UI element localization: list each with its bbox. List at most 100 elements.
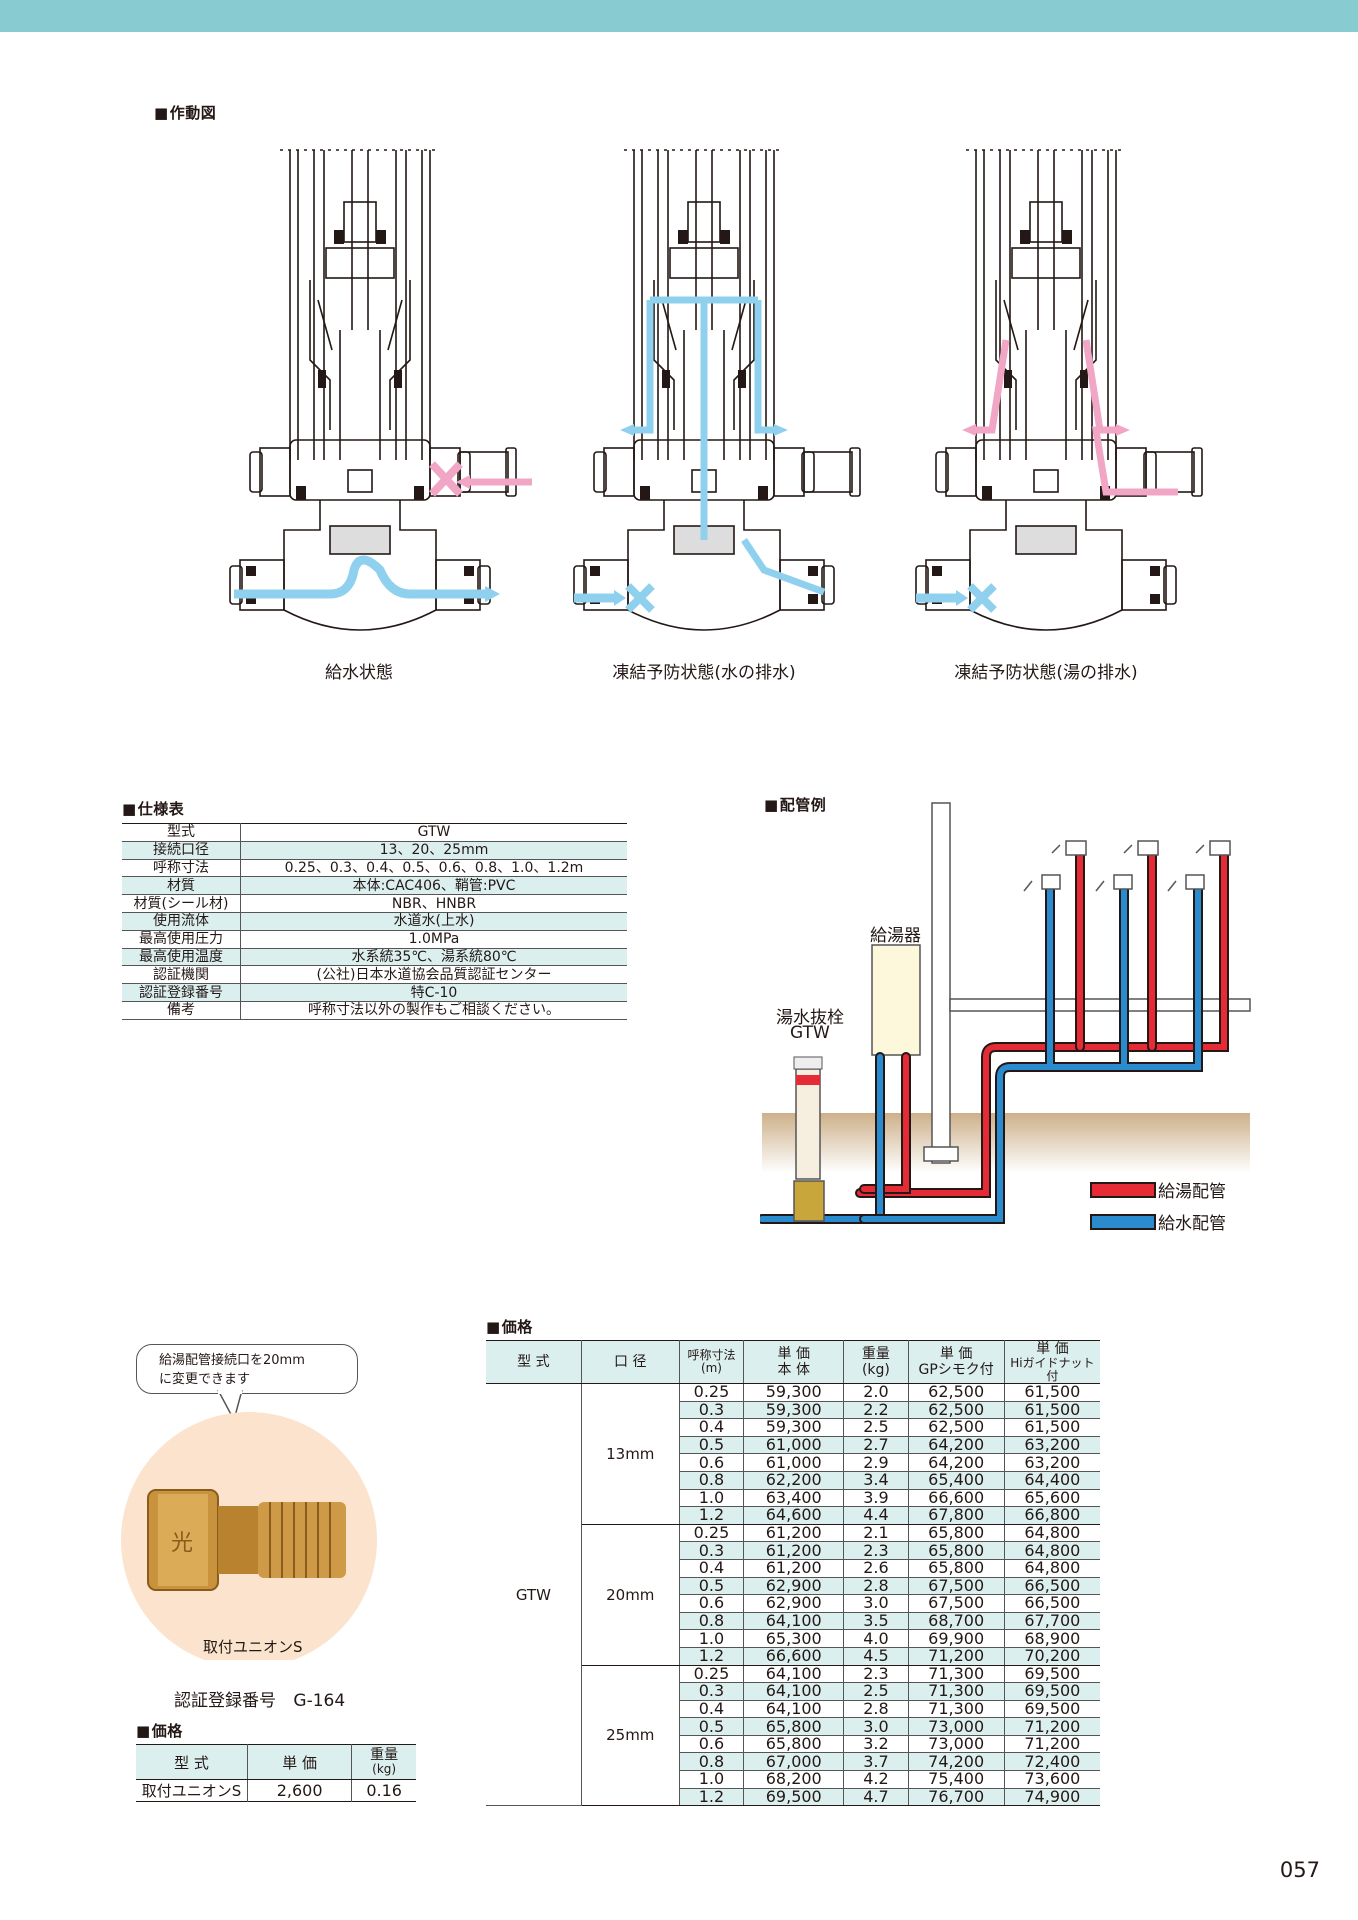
price-size: 0.3: [679, 1401, 745, 1420]
spec-key: 材質(シール材): [122, 894, 241, 913]
price-hi: 73,600: [1004, 1770, 1100, 1789]
spec-value: 水系統35℃、湯系統80℃: [240, 948, 627, 967]
col-union-model: 型 式: [136, 1744, 248, 1780]
spec-value: 1.0MPa: [240, 930, 627, 949]
price-size: 0.4: [679, 1418, 745, 1437]
price-size: 1.2: [679, 1506, 745, 1525]
price-weight: 3.5: [843, 1612, 909, 1631]
spec-row: 認証登録番号特C-10: [122, 983, 627, 1002]
price-gp: 66,600: [908, 1489, 1005, 1508]
spec-row: 使用流体水道水(上水): [122, 912, 627, 931]
legend-cold-label: 給水配管: [1158, 1214, 1226, 1234]
spec-row: 材質本体:CAC406、鞘管:PVC: [122, 876, 627, 896]
union-photo: 光: [121, 1390, 377, 1660]
legend-cold-swatch: [1090, 1214, 1156, 1230]
col-union-weight: 重量(kg): [351, 1744, 416, 1780]
price-gp: 67,500: [908, 1594, 1005, 1613]
section-title-price: 価格: [486, 1316, 533, 1337]
spec-key: 備考: [122, 1001, 241, 1020]
price-gp: 76,700: [908, 1788, 1005, 1807]
piping-diagram: [760, 802, 1251, 1224]
price-hi: 63,200: [1004, 1436, 1100, 1455]
col-weight: 重量(kg): [843, 1340, 909, 1384]
price-gp: 74,200: [908, 1752, 1005, 1772]
price-gp: 65,800: [908, 1524, 1005, 1543]
spec-value: 特C-10: [240, 983, 627, 1002]
union-price-table: 型 式 単 価 重量(kg) 取付ユニオンS 2,600 0.16: [136, 1744, 416, 1802]
price-weight: 2.3: [843, 1541, 909, 1560]
spec-key: 最高使用圧力: [122, 930, 241, 949]
price-hi: 68,900: [1004, 1629, 1100, 1648]
price-body: 64,100: [743, 1612, 845, 1631]
price-size: 0.6: [679, 1453, 745, 1472]
price-weight: 4.5: [843, 1647, 909, 1666]
price-weight: 2.6: [843, 1559, 909, 1578]
price-weight: 4.4: [843, 1506, 909, 1525]
caption-hot-drain: 凍結予防状態(湯の排水): [954, 663, 1138, 683]
col-body-price: 単 価本 体: [743, 1340, 845, 1384]
price-weight: 2.2: [843, 1401, 909, 1420]
price-model: GTW: [486, 1383, 582, 1807]
spec-key: 接続口径: [122, 841, 241, 860]
price-bore: 25mm: [581, 1665, 680, 1807]
union-price: 2,600: [247, 1779, 353, 1802]
price-size: 0.4: [679, 1700, 745, 1719]
price-weight: 2.8: [843, 1700, 909, 1719]
page-number: 057: [1279, 1858, 1320, 1882]
spec-key: 認証登録番号: [122, 983, 241, 1002]
price-hi: 67,700: [1004, 1612, 1100, 1631]
spec-key: 型式: [122, 823, 241, 842]
top-color-bar: [0, 0, 1358, 32]
union-cert: 認証登録番号 G-164: [174, 1686, 345, 1711]
price-size: 1.2: [679, 1788, 745, 1807]
spec-value: GTW: [240, 823, 627, 842]
price-hi: 72,400: [1004, 1752, 1100, 1772]
price-gp: 62,500: [908, 1401, 1005, 1420]
price-size: 0.8: [679, 1752, 745, 1772]
spec-value: NBR、HNBR: [240, 894, 627, 913]
price-body: 62,900: [743, 1594, 845, 1613]
price-hi: 74,900: [1004, 1788, 1100, 1807]
price-hi: 61,500: [1004, 1401, 1100, 1420]
price-weight: 4.7: [843, 1788, 909, 1807]
spec-value: 13、20、25mm: [240, 841, 627, 860]
price-body: 68,200: [743, 1770, 845, 1789]
price-hi: 61,500: [1004, 1383, 1100, 1402]
heater-label: 給湯器: [870, 926, 921, 946]
price-body: 64,100: [743, 1665, 845, 1684]
price-size: 1.0: [679, 1770, 745, 1789]
price-size: 1.0: [679, 1489, 745, 1508]
price-gp: 75,400: [908, 1770, 1005, 1789]
price-hi: 61,500: [1004, 1418, 1100, 1437]
price-size: 1.0: [679, 1629, 745, 1648]
price-hi: 66,800: [1004, 1506, 1100, 1525]
spec-key: 材質: [122, 876, 241, 896]
price-size: 0.8: [679, 1612, 745, 1631]
price-size: 0.4: [679, 1559, 745, 1578]
price-weight: 2.1: [843, 1524, 909, 1543]
price-bore: 13mm: [581, 1383, 680, 1525]
section-title-operation: 作動図: [154, 102, 216, 123]
price-size: 1.2: [679, 1647, 745, 1666]
price-body: 59,300: [743, 1383, 845, 1402]
price-gp: 71,300: [908, 1665, 1005, 1684]
spec-value: (公社)日本水道協会品質認証センター: [240, 965, 627, 985]
price-body: 61,000: [743, 1436, 845, 1455]
price-weight: 4.2: [843, 1770, 909, 1789]
